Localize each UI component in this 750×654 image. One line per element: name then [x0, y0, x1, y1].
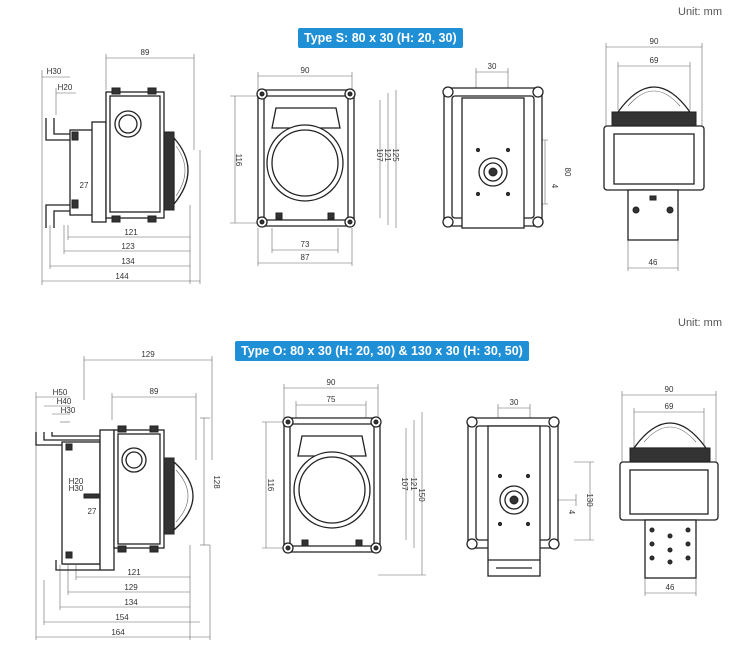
dim-o-back-130: 130	[585, 493, 594, 507]
dim-s-front-107: 107	[375, 148, 384, 162]
dim-o-side-h50: H50	[53, 388, 68, 397]
type-s-end-view: 90 69 46	[603, 37, 705, 271]
type-o-title-badge: Type O: 80 x 30 (H: 20, 30) & 130 x 30 (…	[235, 341, 529, 361]
dim-s-side-123: 123	[121, 242, 135, 251]
dim-o-back-4: 4	[567, 510, 576, 515]
type-s-back-view: 30 80 4	[442, 62, 572, 229]
type-o-end-view: 90 69 46	[619, 385, 719, 596]
unit-label-bottom: Unit: mm	[678, 317, 722, 329]
dim-s-side-121: 121	[124, 228, 138, 237]
dim-o-side-h40: H40	[57, 397, 72, 406]
dim-o-back-30: 30	[510, 398, 519, 407]
dim-o-side-h30-lower: H30	[69, 484, 84, 493]
dim-o-side-121: 121	[127, 568, 141, 577]
dim-o-side-129: 129	[124, 583, 138, 592]
dim-s-end-46: 46	[649, 258, 658, 267]
dim-o-end-90: 90	[665, 385, 674, 394]
dim-o-end-69: 69	[665, 402, 674, 411]
dim-o-front-116: 116	[266, 479, 275, 492]
dim-o-side-129-top: 129	[141, 350, 155, 359]
dim-s-end-69: 69	[650, 56, 659, 65]
dim-s-front-125: 125	[391, 148, 400, 162]
dim-s-front-116: 116	[234, 154, 243, 167]
dim-o-side-154: 154	[115, 613, 129, 622]
dim-o-front-107: 107	[400, 477, 409, 491]
type-s-front-view: 90 116 107 121 125 73 87	[230, 66, 400, 266]
dim-o-side-h30: H30	[61, 406, 76, 415]
dim-s-front-73: 73	[301, 240, 310, 249]
unit-label-top: Unit: mm	[678, 6, 722, 18]
dim-s-side-134: 134	[121, 257, 135, 266]
dim-s-side-27: 27	[80, 181, 89, 190]
dim-o-end-46: 46	[666, 583, 675, 592]
dim-s-side-89: 89	[141, 48, 150, 57]
dim-s-end-90: 90	[650, 37, 659, 46]
dim-s-back-30: 30	[488, 62, 497, 71]
dim-o-side-164: 164	[111, 628, 125, 637]
dim-s-front-121: 121	[383, 148, 392, 162]
type-s-title-badge: Type S: 80 x 30 (H: 20, 30)	[298, 28, 463, 48]
dim-o-side-134: 134	[124, 598, 138, 607]
dim-s-front-87: 87	[301, 253, 310, 262]
dim-o-front-121: 121	[409, 477, 418, 491]
type-o-side-view: 129 89 H50 H40 H30 H20 H30 27 128 121 12…	[35, 350, 221, 640]
dim-o-front-75: 75	[327, 395, 336, 404]
dim-o-side-89: 89	[150, 387, 159, 396]
dim-o-side-27: 27	[88, 507, 97, 516]
dim-o-side-h20: H20	[69, 477, 84, 486]
type-s-side-view: 89 H30 H20 27 121 123 134 144	[41, 48, 201, 285]
dim-s-side-144: 144	[115, 272, 129, 281]
dim-s-back-80: 80	[563, 168, 572, 177]
type-o-back-view: 30 130 4	[466, 398, 594, 577]
type-o-front-view: 90 75 116 107 121 150	[262, 378, 426, 576]
dim-o-front-90: 90	[327, 378, 336, 387]
dim-s-side-h30: H30	[47, 67, 62, 76]
dim-s-back-4: 4	[550, 184, 559, 189]
dim-o-front-150: 150	[417, 488, 426, 502]
dim-s-front-90: 90	[301, 66, 310, 75]
dim-s-side-h20: H20	[58, 83, 73, 92]
dim-o-side-128: 128	[212, 475, 221, 489]
